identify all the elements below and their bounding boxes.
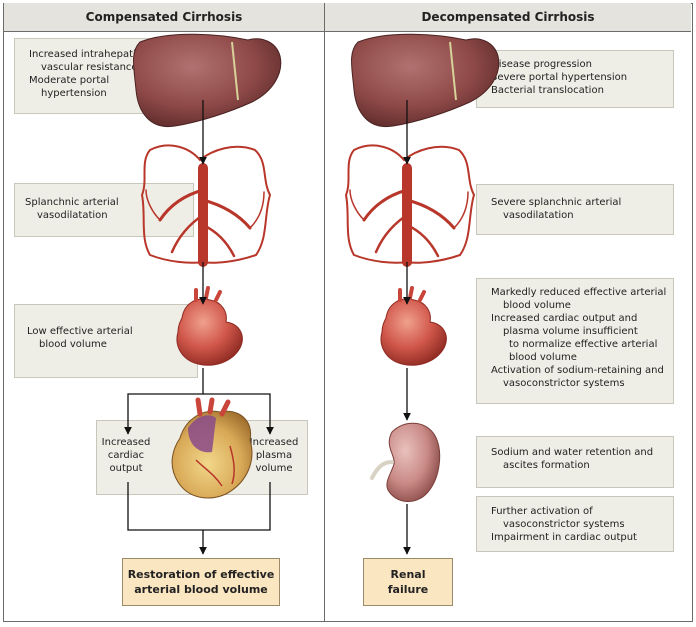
right-kidney-box: Sodium and water retention and ascites f… — [476, 436, 674, 488]
right-aorta-icon — [380, 286, 447, 366]
right-result-box: Renal failure — [363, 558, 453, 606]
left-plasma-text-3: volume — [255, 463, 293, 474]
left-splanchnic-box: Splanchnic arterial vasodilatation — [14, 183, 194, 237]
left-result-text-2: arterial blood volume — [134, 583, 268, 596]
left-plasma-label: Increased plasma volume — [244, 436, 304, 475]
right-volume-text-8: vasoconstrictor systems — [503, 378, 625, 389]
right-liver-text-3: Bacterial translocation — [491, 85, 604, 96]
right-volume-text-6: blood volume — [509, 352, 577, 363]
right-volume-text-5: to normalize effective arterial — [509, 339, 658, 350]
kidney-icon — [370, 422, 441, 502]
right-liver-text-1: Disease progression — [491, 59, 592, 70]
left-liver-icon — [133, 33, 282, 128]
right-volume-box: Markedly reduced effective arterial bloo… — [476, 278, 674, 404]
left-result-box: Restoration of effective arterial blood … — [122, 558, 280, 606]
right-further-text-3: Impairment in cardiac output — [491, 532, 637, 543]
right-volume-text-1: Markedly reduced effective arterial — [491, 287, 667, 298]
right-splanchnic-text-1: Severe splanchnic arterial — [491, 197, 622, 208]
left-result-text-1: Restoration of effective — [127, 568, 275, 581]
right-further-text-1: Further activation of — [491, 506, 593, 517]
left-splanchnic-text-2: vasodilatation — [37, 210, 108, 221]
left-liver-text-3: Moderate portal — [29, 75, 110, 86]
right-splanchnic-vessels-icon — [344, 144, 476, 267]
left-liver-text-1: Increased intrahepatic — [29, 49, 142, 60]
left-plasma-text-1: Increased — [249, 437, 299, 448]
left-volume-text-1: Low effective arterial — [27, 326, 133, 337]
right-kidney-text-1: Sodium and water retention and — [491, 447, 654, 458]
right-column-title: Decompensated Cirrhosis — [325, 3, 691, 32]
left-heart-icon — [171, 397, 253, 499]
left-plasma-text-2: plasma — [255, 450, 293, 461]
left-cardiac-text-3: output — [109, 463, 143, 474]
left-splanchnic-text-1: Splanchnic arterial — [25, 197, 119, 208]
right-liver-box: Disease progression Severe portal hypert… — [476, 50, 674, 108]
right-further-text-2: vasoconstrictor systems — [503, 519, 625, 530]
right-further-box: Further activation of vasoconstrictor sy… — [476, 496, 674, 552]
left-volume-text-2: blood volume — [39, 339, 107, 350]
column-divider — [324, 3, 325, 622]
left-splanchnic-vessels-icon — [140, 144, 272, 267]
left-column-title: Compensated Cirrhosis — [4, 3, 324, 32]
right-splanchnic-text-2: vasodilatation — [503, 210, 574, 221]
right-result-text-2: failure — [387, 583, 429, 596]
right-liver-icon — [351, 33, 500, 128]
right-splanchnic-box: Severe splanchnic arterial vasodilatatio… — [476, 184, 674, 235]
right-volume-text-2: blood volume — [503, 300, 571, 311]
left-flow-arrows — [124, 100, 274, 555]
right-volume-text-7: Activation of sodium-retaining and — [491, 365, 664, 376]
right-liver-text-2: Severe portal hypertension — [491, 72, 628, 83]
right-result-text-1: Renal — [390, 568, 426, 581]
right-kidney-text-2: ascites formation — [503, 460, 590, 471]
left-cardiac-text-1: Increased — [101, 437, 151, 448]
left-liver-text-2: vascular resistance — [41, 62, 138, 73]
left-cardiac-text-2: cardiac — [107, 450, 145, 461]
left-volume-box: Low effective arterial blood volume — [14, 304, 198, 378]
left-aorta-icon — [176, 286, 243, 366]
left-liver-text-4: hypertension — [41, 88, 107, 99]
right-volume-text-3: Increased cardiac output and — [491, 313, 638, 324]
left-cardiac-label: Increased cardiac output — [96, 436, 156, 475]
right-volume-text-4: plasma volume insufficient — [503, 326, 638, 337]
